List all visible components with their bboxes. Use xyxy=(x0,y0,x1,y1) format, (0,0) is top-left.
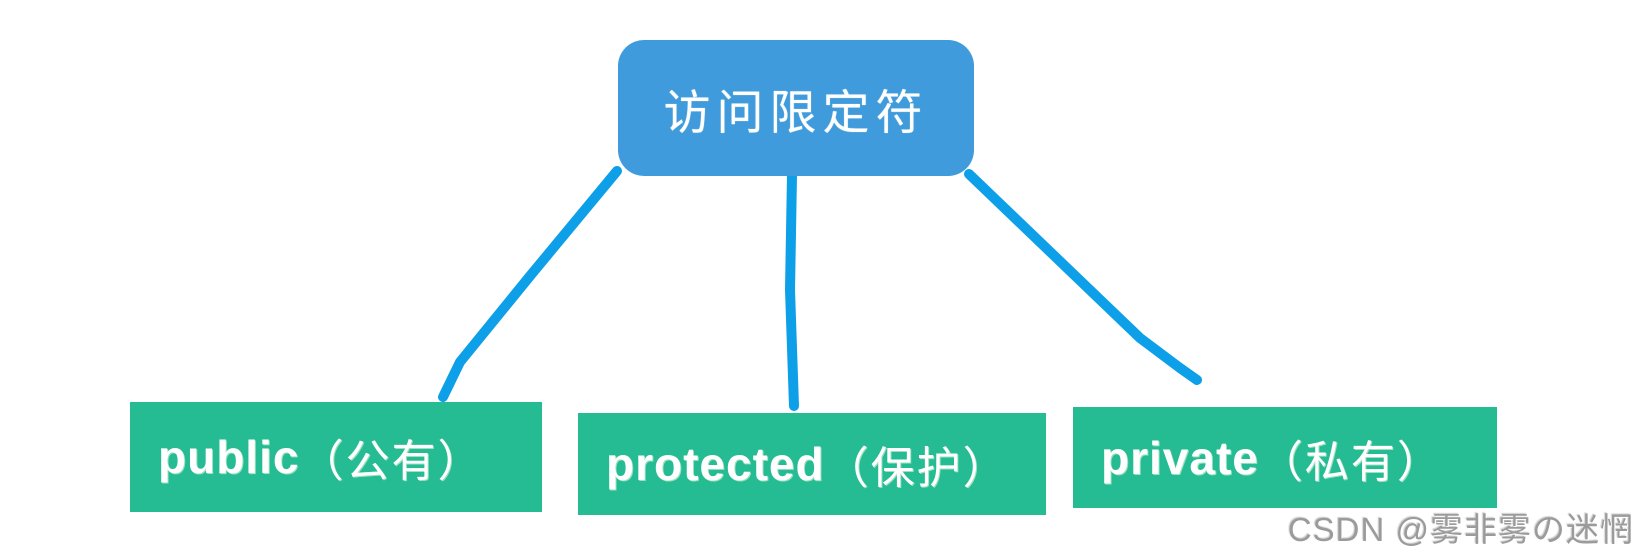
node-public-label-en: public xyxy=(158,431,300,483)
connector-root-to-private xyxy=(964,169,1202,385)
csdn-watermark: CSDN @雾非雾の迷惘 xyxy=(1287,511,1634,548)
node-protected: protected（保护） xyxy=(578,413,1046,515)
node-protected-label-zh: （保护） xyxy=(824,444,1009,493)
connector-root-to-public xyxy=(438,166,622,402)
node-protected-label-en: protected xyxy=(606,438,825,490)
node-public-label-zh: （公有） xyxy=(299,437,484,486)
node-private: private（私有） xyxy=(1073,407,1497,508)
node-private-label-en: private xyxy=(1101,431,1259,484)
node-access-specifier: 访问限定符 xyxy=(618,40,974,176)
node-access-specifier-label: 访问限定符 xyxy=(663,85,929,139)
node-public: public（公有） xyxy=(130,402,542,512)
node-private-label-zh: （私有） xyxy=(1258,437,1443,487)
connector-root-to-protected xyxy=(785,170,799,411)
